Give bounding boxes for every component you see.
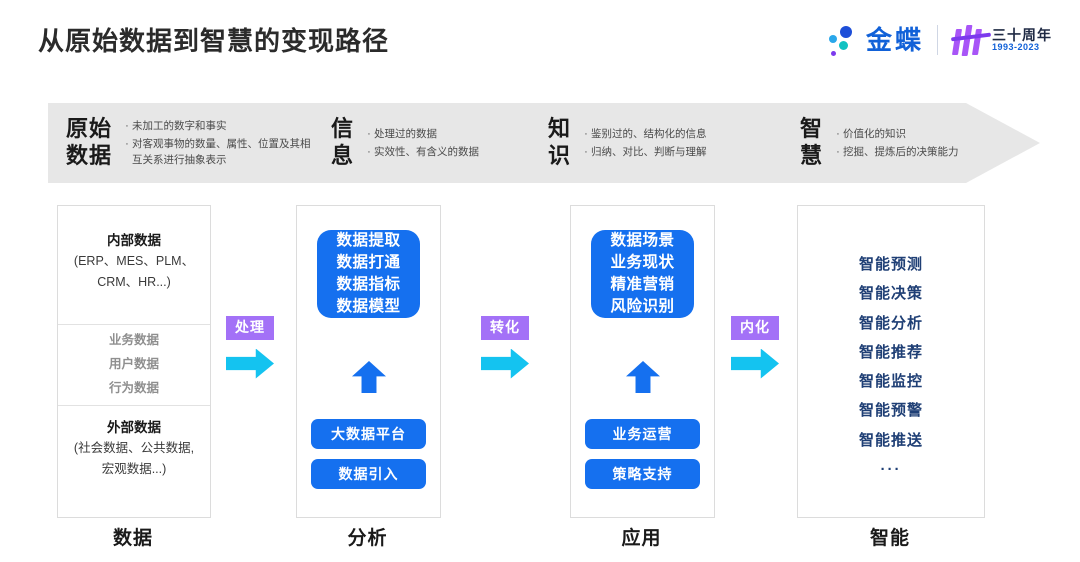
connector-transform-label: 转化 [481,316,529,340]
anniversary-badge: 三十周年 1993-2023 [950,23,1052,57]
application-pill-1[interactable]: 业务运营 [585,419,700,449]
page-title: 从原始数据到智慧的变现路径 [38,26,390,56]
anniversary-mark-icon [950,23,992,57]
internal-data-title: 内部数据 [107,233,161,248]
connector-processing: 处理 [226,316,274,379]
anniversary-years: 1993-2023 [992,41,1040,52]
up-arrow-icon [352,361,386,393]
banner-segment-1-label: 原始 数据 [66,116,113,168]
external-data-block: 外部数据 (社会数据、公共数据, 宏观数据...) [58,418,210,480]
banner-segment-1-bullet-1: 未加工的数字和事实 [132,120,227,132]
column-footer-label-intelligence: 智能 [869,528,910,549]
column-card-analysis[interactable]: 数据提取 数据打通 数据指标 数据模型 大数据平台 数据引入 [296,205,441,518]
banner-segment-4-bullet-1: 价值化的知识 [843,128,907,140]
bullet-dot-icon: · [836,146,840,158]
right-arrow-icon [731,348,779,379]
analysis-pill-1[interactable]: 大数据平台 [311,419,426,449]
intelligence-item-2: 智能决策 [858,285,923,303]
bullet-dot-icon: · [125,138,129,150]
data-types-block: 业务数据 用户数据 行为数据 [58,329,210,400]
column-footer-label-data: 数据 [112,528,153,549]
intelligence-item-4: 智能推荐 [858,343,923,361]
banner-segment-3: 知 识 · 鉴别过的、结构化的信息 · 归纳、对比、判断与理解 [548,103,707,183]
banner-segment-4-bullet-2: 挖掘、提炼后的决策能力 [843,146,959,158]
card-divider [58,324,210,325]
intelligence-item-3: 智能分析 [858,314,923,332]
intelligence-item-7: 智能推送 [858,431,923,449]
intelligence-item-1: 智能预测 [858,256,923,273]
column-footer-label-analysis: 分析 [347,528,388,549]
connector-transform: 转化 [481,316,529,379]
data-type-3: 行为数据 [108,380,159,395]
connector-internalize-label: 内化 [731,316,779,340]
analysis-pill-2[interactable]: 数据引入 [311,459,426,489]
internal-data-sub: (ERP、MES、PLM、 CRM、HR...) [73,254,195,289]
application-capabilities-block[interactable]: 数据场景 业务现状 精准营销 风险识别 [591,230,694,318]
connector-internalize: 内化 [731,316,779,379]
column-footer-label-application: 应用 [621,528,662,549]
data-type-1: 业务数据 [108,333,159,347]
intelligence-item-more: ··· [880,460,902,478]
maturity-banner: 原始 数据 · 未加工的数字和事实 · 对客观事物的数量、属性、位置及其相互关系… [48,103,1040,183]
banner-segment-3-bullet-2: 归纳、对比、判断与理解 [591,146,707,158]
connector-processing-label: 处理 [226,316,274,340]
right-arrow-icon [481,348,529,379]
banner-segment-4: 智 慧 · 价值化的知识 · 挖掘、提炼后的决策能力 [800,103,959,183]
brand-logo: 金蝶 三十周年 1993-2023 [826,20,1052,60]
internal-data-block: 内部数据 (ERP、MES、PLM、 CRM、HR...) [58,231,210,293]
bullet-dot-icon: · [836,128,840,140]
right-arrow-icon [226,348,274,379]
banner-segment-3-bullet-1: 鉴别过的、结构化的信息 [591,128,707,140]
bullet-dot-icon: · [584,128,588,140]
column-card-intelligence[interactable]: 智能预测 智能决策 智能分析 智能推荐 智能监控 智能预警 智能推送 ··· [797,205,985,518]
brand-name: 金蝶 [865,25,924,55]
banner-segment-4-label: 智 慧 [800,116,824,168]
intelligence-list: 智能预测 智能决策 智能分析 智能推荐 智能监控 智能预警 智能推送 ··· [798,250,984,484]
kingdee-dots-icon [826,22,862,58]
up-arrow-icon [626,361,660,393]
bullet-dot-icon: · [584,146,588,158]
bullet-dot-icon: · [367,128,371,140]
external-data-sub: (社会数据、公共数据, 宏观数据...) [73,441,195,476]
anniversary-label: 三十周年 [992,26,1052,43]
bullet-dot-icon: · [125,120,129,132]
bullet-dot-icon: · [367,146,371,158]
banner-segment-1-bullet-2: 对客观事物的数量、属性、位置及其相互关系进行抽象表示 [132,138,311,166]
banner-segment-2-label: 信 息 [331,116,355,168]
application-pill-2[interactable]: 策略支持 [585,459,700,489]
banner-segment-3-label: 知 识 [548,116,572,168]
banner-segment-1: 原始 数据 · 未加工的数字和事实 · 对客观事物的数量、属性、位置及其相互关系… [66,103,317,183]
external-data-title: 外部数据 [107,420,161,435]
card-divider [58,405,210,406]
banner-segment-2-bullet-2: 实效性、有含义的数据 [374,146,480,158]
intelligence-item-5: 智能监控 [858,373,923,390]
analysis-capabilities-block[interactable]: 数据提取 数据打通 数据指标 数据模型 [317,230,420,318]
column-card-application[interactable]: 数据场景 业务现状 精准营销 风险识别 业务运营 策略支持 [570,205,715,518]
banner-segment-2: 信 息 · 处理过的数据 · 实效性、有含义的数据 [331,103,479,183]
data-type-2: 用户数据 [108,356,159,371]
intelligence-item-6: 智能预警 [858,402,923,420]
column-card-data[interactable]: 内部数据 (ERP、MES、PLM、 CRM、HR...) 业务数据 用户数据 … [57,205,211,518]
banner-segment-2-bullet-1: 处理过的数据 [374,128,438,140]
logo-divider [937,25,938,55]
